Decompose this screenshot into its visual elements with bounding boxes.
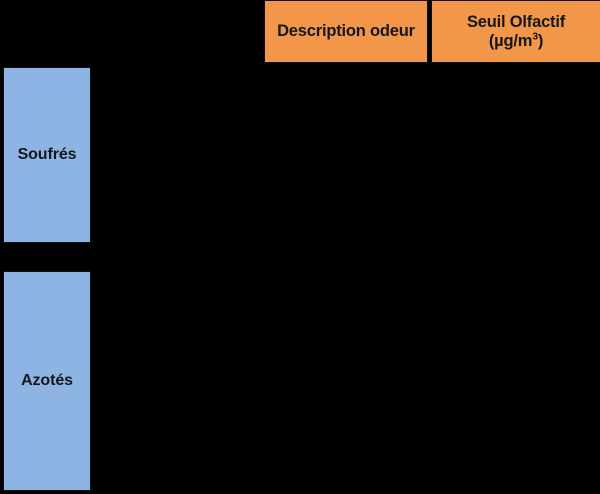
seuil-olfactif-label-prefix: Seuil Olfactif (µg/m bbox=[466, 12, 566, 50]
row-header-soufres[interactable]: Soufrés bbox=[3, 67, 91, 243]
column-header-description-odeur-label: Description odeur bbox=[277, 22, 415, 41]
table-corner-region bbox=[0, 0, 262, 63]
table-body-region-soufres bbox=[93, 67, 600, 243]
table-row-gap bbox=[0, 245, 600, 269]
row-header-azotes-label: Azotés bbox=[21, 371, 73, 389]
column-header-seuil-olfactif[interactable]: Seuil Olfactif (µg/m3) bbox=[431, 0, 600, 63]
row-header-soufres-label: Soufrés bbox=[17, 145, 77, 163]
table-body-region-azotes bbox=[93, 271, 600, 491]
seuil-olfactif-label-suffix: ) bbox=[537, 31, 544, 50]
row-header-azotes[interactable]: Azotés bbox=[3, 271, 91, 491]
column-header-description-odeur[interactable]: Description odeur bbox=[264, 0, 428, 63]
column-header-seuil-olfactif-label: Seuil Olfactif (µg/m3) bbox=[438, 13, 594, 51]
seuil-olfactif-label-superscript: 3 bbox=[532, 30, 538, 42]
